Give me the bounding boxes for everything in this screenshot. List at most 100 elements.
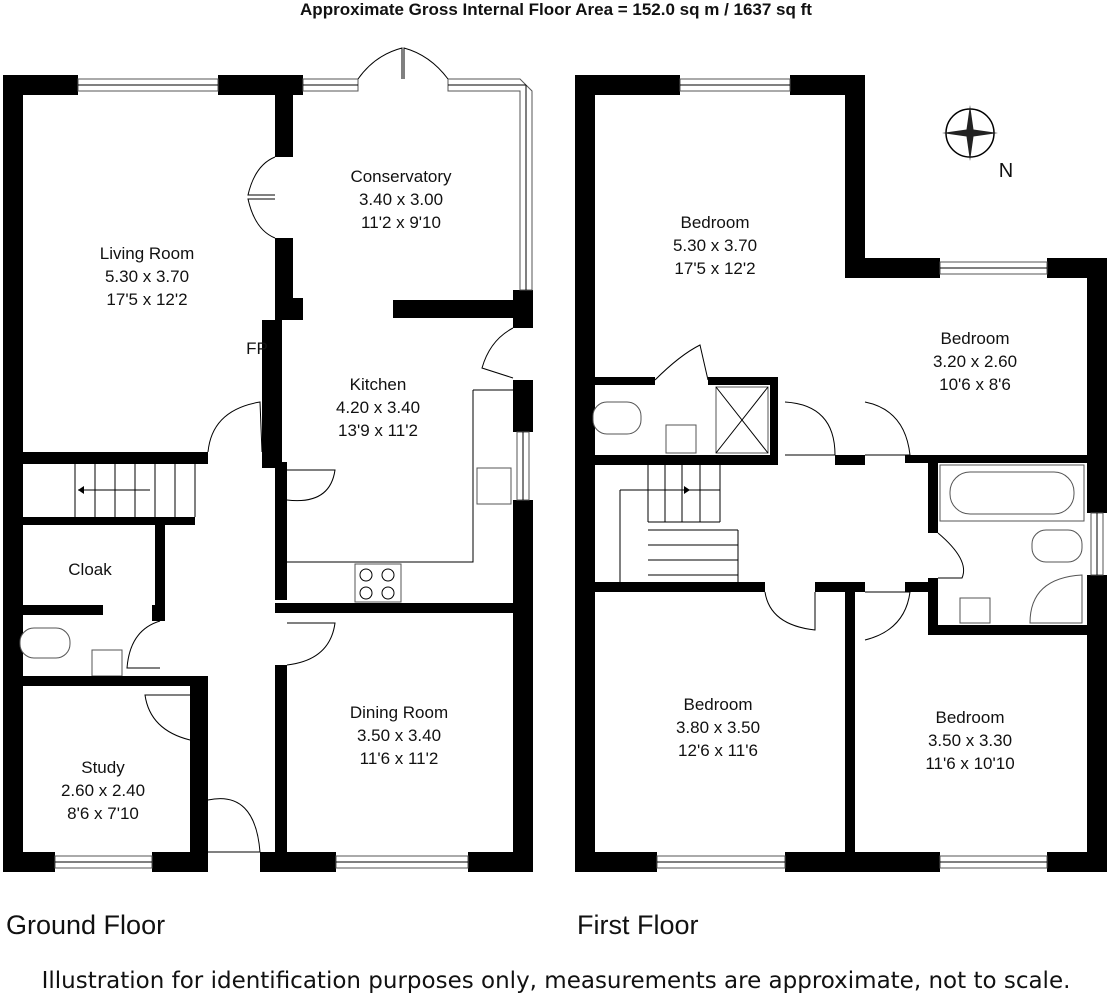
wall: [3, 75, 23, 872]
room-name: Bedroom: [936, 708, 1005, 727]
ground-floor-plan: [3, 47, 533, 872]
room-name: Conservatory: [350, 167, 452, 186]
wall: [845, 592, 855, 852]
wall: [708, 377, 778, 385]
door-swing: [144, 694, 191, 741]
disclaimer: Illustration for identification purposes…: [41, 968, 1071, 994]
wall: [835, 455, 865, 465]
door-swing: [481, 327, 514, 379]
wall: [905, 582, 938, 592]
wall: [155, 525, 165, 610]
wall: [275, 75, 293, 157]
shower: [1029, 574, 1083, 624]
wall: [275, 603, 533, 613]
fireplace-label: FP: [246, 339, 268, 358]
wall: [393, 300, 533, 318]
room-imperial: 11'2 x 9'10: [361, 213, 441, 232]
door-swing: [126, 620, 161, 669]
wall: [815, 582, 865, 592]
room-label-bedroom-4: Bedroom 3.50 x 3.30 11'6 x 10'10: [925, 708, 1014, 773]
wall: [513, 500, 533, 872]
room-name: Study: [81, 758, 125, 777]
room-imperial: 10'6 x 8'6: [939, 375, 1011, 394]
wall: [1087, 258, 1107, 513]
wall: [785, 852, 940, 872]
door-swing: [654, 344, 709, 381]
door-swing: [864, 401, 911, 456]
wall: [1087, 575, 1107, 872]
room-imperial: 12'6 x 11'6: [678, 741, 758, 760]
room-label-cloak: Cloak: [68, 560, 112, 579]
door-swing: [403, 47, 449, 80]
room-label-dining-room: Dining Room 3.50 x 3.40 11'6 x 11'2: [350, 703, 448, 768]
door-swing: [286, 469, 336, 502]
door-swing: [864, 591, 911, 641]
wall: [275, 238, 293, 320]
wall: [905, 455, 1087, 463]
room-imperial: 11'6 x 10'10: [925, 754, 1014, 773]
wall: [575, 852, 657, 872]
room-metric: 2.60 x 2.40: [61, 781, 145, 800]
wall: [3, 75, 78, 95]
room-name: Living Room: [100, 244, 195, 263]
door-swing: [207, 401, 263, 453]
room-metric: 3.50 x 3.40: [357, 726, 441, 745]
wall: [262, 320, 282, 468]
room-label-bedroom-3: Bedroom 3.80 x 3.50 12'6 x 11'6: [676, 695, 760, 760]
wall: [23, 605, 103, 615]
toilet: [19, 627, 71, 659]
compass-north-label: N: [999, 160, 1013, 182]
basin: [959, 597, 991, 624]
wall: [575, 75, 595, 872]
room-name: Dining Room: [350, 703, 448, 722]
wall: [513, 380, 533, 432]
wall: [293, 298, 303, 320]
wall: [3, 517, 195, 525]
door-swing: [247, 198, 276, 239]
wall: [218, 75, 293, 95]
wall: [595, 377, 655, 385]
wall: [152, 605, 165, 621]
kitchen-sink: [476, 467, 512, 505]
first-floor-title: First Floor: [577, 910, 699, 940]
compass-icon: [942, 105, 998, 161]
room-imperial: 13'9 x 11'2: [338, 421, 418, 440]
room-label-kitchen: Kitchen 4.20 x 3.40 13'9 x 11'2: [336, 375, 420, 440]
wall: [1047, 852, 1107, 872]
room-metric: 3.80 x 3.50: [676, 718, 760, 737]
room-label-living-room: Living Room 5.30 x 3.70 17'5 x 12'2: [100, 244, 195, 309]
wall: [928, 625, 1087, 635]
room-name: Kitchen: [350, 375, 407, 394]
room-name: Bedroom: [681, 213, 750, 232]
wall: [845, 75, 865, 263]
wall: [3, 676, 208, 686]
room-imperial: 17'5 x 12'2: [106, 290, 187, 309]
wall: [190, 686, 208, 852]
door-swing: [247, 156, 276, 196]
room-name: Bedroom: [684, 695, 753, 714]
toilet: [592, 401, 642, 435]
ground-floor-title: Ground Floor: [6, 910, 166, 940]
room-name: Bedroom: [941, 329, 1010, 348]
room-metric: 3.40 x 3.00: [359, 190, 443, 209]
basin: [91, 649, 123, 677]
room-imperial: 8'6 x 7'10: [67, 804, 139, 823]
wall: [928, 578, 938, 634]
wall: [3, 452, 208, 464]
room-imperial: 17'5 x 12'2: [674, 259, 755, 278]
first-floor-plan: [575, 75, 1107, 872]
wall: [575, 75, 680, 95]
room-metric: 5.30 x 3.70: [673, 236, 757, 255]
conservatory-glazing: [447, 78, 533, 291]
wall: [152, 852, 208, 872]
kitchen-worktop: [287, 389, 513, 563]
room-metric: 3.50 x 3.30: [928, 731, 1012, 750]
door-swing: [357, 47, 403, 80]
room-metric: 5.30 x 3.70: [105, 267, 189, 286]
wall: [3, 852, 55, 872]
wall: [770, 377, 778, 455]
room-label-bedroom-2: Bedroom 3.20 x 2.60 10'6 x 8'6: [933, 329, 1017, 394]
wall: [595, 455, 778, 465]
toilet: [1031, 529, 1083, 563]
